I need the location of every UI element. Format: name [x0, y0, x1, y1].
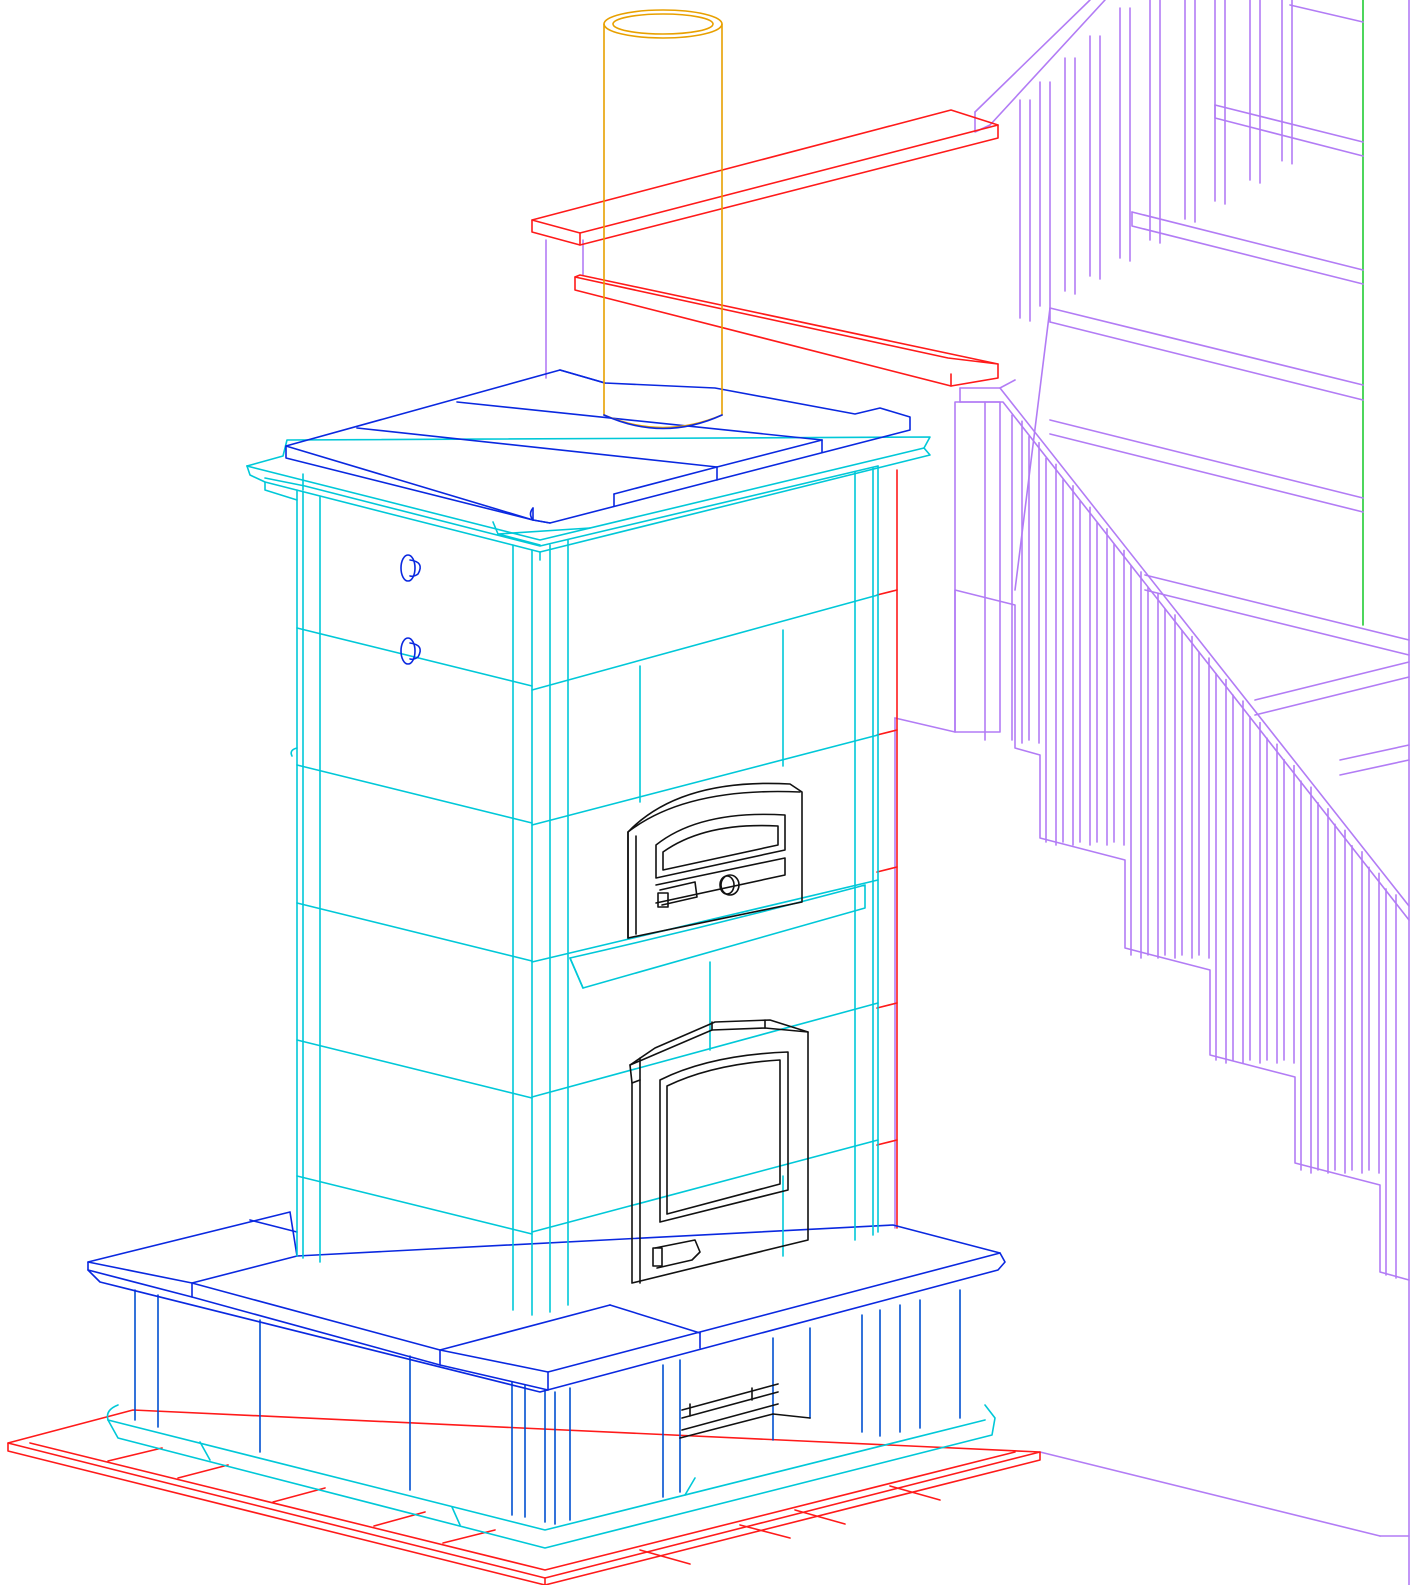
right-face-courses [531, 594, 879, 1233]
oven-latch-handle [657, 881, 698, 908]
left-face-courses [296, 627, 533, 1235]
left-course-3 [296, 902, 533, 962]
cleanout-knob-lower [400, 637, 421, 665]
balusters-upper [1019, 0, 1293, 322]
log-storage-niche [679, 1383, 811, 1439]
right-course-1 [531, 594, 879, 691]
left-course-5 [296, 1175, 533, 1235]
cleanout-knob-upper [400, 554, 421, 582]
base-storage [106, 1289, 996, 1549]
railing-upper [974, 0, 1106, 133]
left-course-4 [296, 1039, 533, 1099]
balusters-lower [1011, 414, 1397, 1279]
bench [87, 1211, 1006, 1393]
oven-damper-knob [719, 874, 740, 896]
firebox-latch-handle [652, 1239, 701, 1269]
left-course-2 [296, 764, 533, 824]
cornice [246, 436, 931, 561]
cleanout-knobs [400, 554, 421, 665]
wall-shelves [531, 109, 999, 1229]
staircase [545, 0, 1410, 1586]
bake-oven-door [627, 782, 803, 939]
right-course-2 [531, 734, 879, 826]
firebox-door [629, 1019, 809, 1284]
railing-lower [959, 379, 1410, 921]
right-course-3 [531, 879, 879, 963]
top-cap [285, 369, 911, 524]
right-course-5 [531, 1139, 879, 1233]
newel-post [954, 401, 1001, 733]
shelf-lower [574, 274, 999, 387]
chimney-pipe [603, 9, 723, 429]
mantel-ledge [569, 884, 866, 989]
chimney-base-collar [603, 414, 723, 430]
right-course-4 [531, 1002, 879, 1098]
shelf-upper [531, 109, 999, 246]
tiled-body [290, 465, 879, 1316]
floor-hearth [7, 1409, 1041, 1586]
